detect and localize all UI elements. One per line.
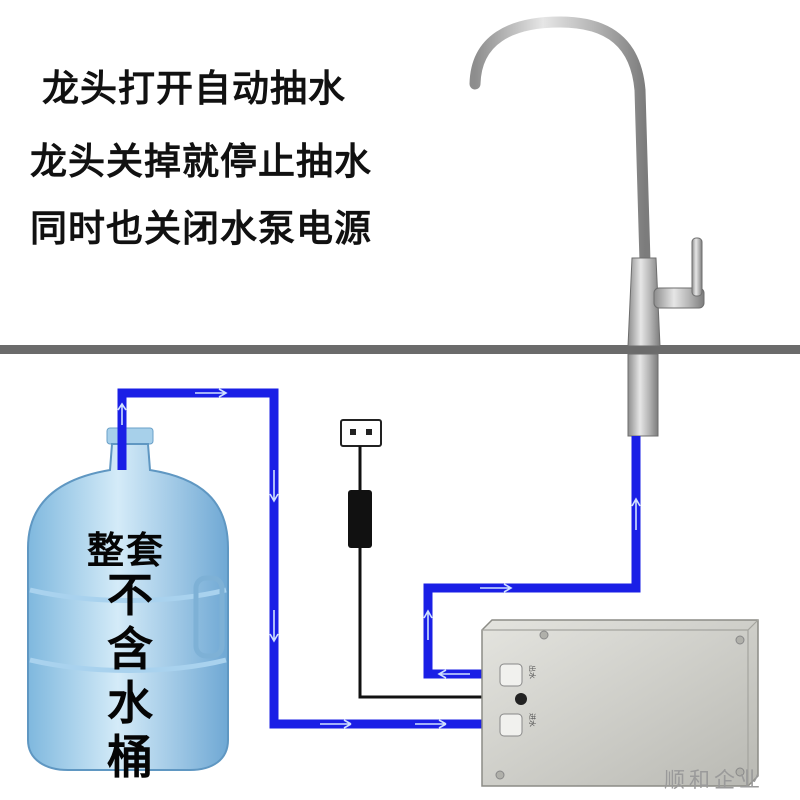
faucet [469, 16, 705, 437]
port-label-outlet: 出水 [528, 665, 537, 679]
flow-arrows [117, 388, 641, 729]
caption-line-3: 同时也关闭水泵电源 [30, 207, 372, 250]
pump-box [481, 619, 759, 787]
caption-line-1: 龙头打开自动抽水 [42, 67, 346, 110]
port-label-inlet: 进水 [528, 713, 537, 727]
watermark: 顺和企业 [664, 768, 764, 792]
countertop [0, 345, 800, 354]
bottle-label-excluded: 不 含 水 桶 [102, 568, 158, 784]
bottle-label-char: 桶 [107, 730, 153, 784]
bottle-label-set: 整套 [87, 529, 165, 572]
water-bottle [27, 427, 229, 771]
bottle-label-char: 水 [107, 676, 153, 730]
bottle-label-char: 含 [107, 622, 153, 676]
caption-line-2: 龙头关掉就停止抽水 [30, 140, 372, 183]
power-cable [340, 419, 512, 699]
bottle-label-char: 不 [107, 568, 153, 622]
